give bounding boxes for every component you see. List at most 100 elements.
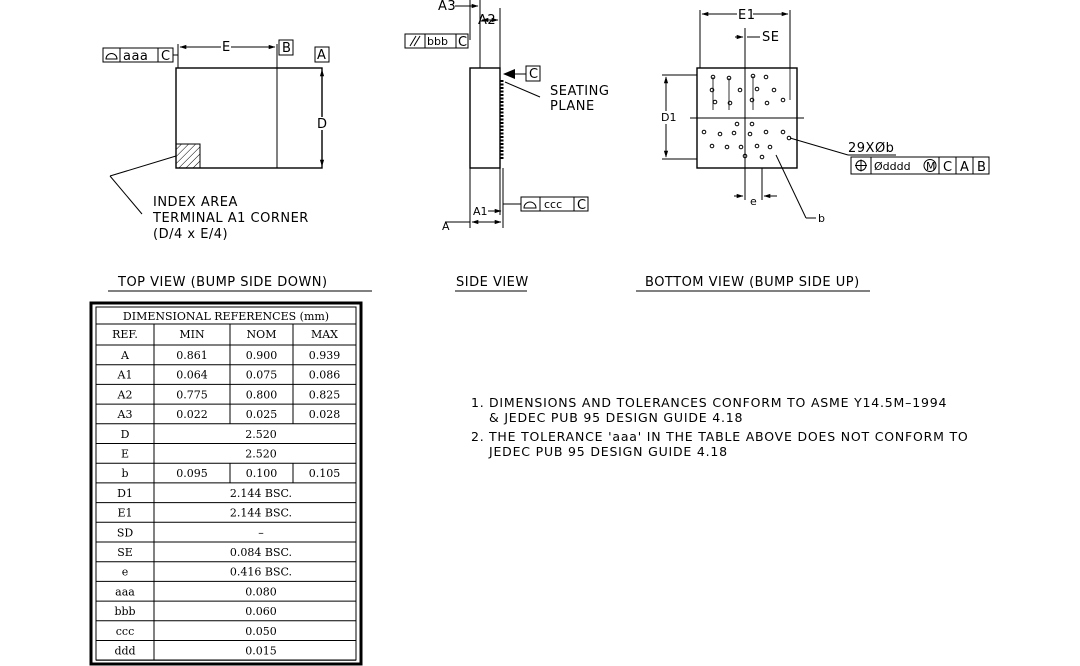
mmc-symbol-icon <box>923 159 937 172</box>
flatness-datum-label: C <box>161 49 171 64</box>
table-ref-cell: A3 <box>117 408 133 421</box>
position-tolerance-label: Ødddd <box>874 160 911 173</box>
dimension-a3-label: A3 <box>438 0 456 14</box>
table-min-cell: 0.095 <box>176 467 208 480</box>
datum-c-ref: C <box>943 160 953 175</box>
table-max-cell: 0.028 <box>309 408 341 421</box>
solder-ball <box>709 143 715 149</box>
table-ref-cell: ccc <box>116 625 134 638</box>
table-value-cell: 2.520 <box>245 448 277 461</box>
flatness-frame-side: ccc C <box>503 196 589 213</box>
table-ref-cell: D1 <box>117 487 133 500</box>
ball-count-callout: 29XØb <box>848 141 894 156</box>
table-ref-cell: SE <box>117 546 133 559</box>
table-ref-cell: SD <box>117 526 134 539</box>
parallel-tolerance-label: bbb <box>427 35 448 48</box>
note-1-line-1: DIMENSIONS AND TOLERANCES CONFORM TO ASM… <box>489 395 947 410</box>
table-ref-cell: A1 <box>117 369 133 382</box>
table-value-cell: – <box>258 526 264 539</box>
table-value-cell: 0.416 BSC. <box>230 566 292 579</box>
index-area-label: INDEX AREA <box>153 195 238 210</box>
solder-ball <box>734 121 740 127</box>
dimension-e-label: E <box>222 40 231 55</box>
flatness-frame-top: aaa C <box>102 47 174 64</box>
solder-ball <box>738 144 744 150</box>
datum-a-ref: A <box>960 160 969 175</box>
parallel-datum-label: C <box>458 35 468 50</box>
dimension-d1-label: D1 <box>661 111 676 124</box>
table-header-cell: NOM <box>247 328 277 341</box>
flatness-symbol-icon <box>523 201 537 209</box>
solder-ball <box>749 97 755 103</box>
datum-b-label: B <box>282 41 291 56</box>
top-view-caption: TOP VIEW (BUMP SIDE DOWN) <box>117 275 328 290</box>
solder-ball <box>749 121 755 127</box>
bottom-view-caption: BOTTOM VIEW (BUMP SIDE UP) <box>645 275 860 290</box>
table-value-cell: 0.080 <box>245 585 277 598</box>
solder-ball <box>767 144 773 150</box>
index-size-label: (D/4 x E/4) <box>153 227 228 242</box>
table-nom-cell: 0.900 <box>246 349 278 362</box>
table-min-cell: 0.064 <box>176 369 208 382</box>
table-min-cell: 0.861 <box>176 349 208 362</box>
table-min-cell: 0.775 <box>176 388 208 401</box>
table-value-cell: 0.084 BSC. <box>230 546 292 559</box>
bottom-view: E1 SE D1 e b 29XØb <box>636 8 990 292</box>
table-header-cell: REF. <box>112 328 138 341</box>
note-1-line-2: & JEDEC PUB 95 DESIGN GUIDE 4.18 <box>489 410 743 425</box>
table-value-cell: 2.144 BSC. <box>230 507 292 520</box>
solder-ball <box>747 131 753 137</box>
table-title: DIMENSIONAL REFERENCES (mm) <box>123 310 329 323</box>
table-ref-cell: A <box>120 349 130 362</box>
datum-c-label: C <box>529 67 539 82</box>
solder-ball <box>780 97 786 103</box>
flatness-symbol-icon <box>105 53 118 60</box>
seating-label: SEATING <box>550 84 609 99</box>
solder-ball <box>701 129 707 135</box>
solder-ball <box>717 131 723 137</box>
dimension-se-label: SE <box>762 30 779 45</box>
solder-ball <box>731 130 737 136</box>
mmc-label: M <box>926 160 936 173</box>
solder-ball <box>763 129 769 135</box>
dimension-e-label: e <box>750 195 757 208</box>
table-nom-cell: 0.100 <box>246 467 278 480</box>
ball-grid <box>701 68 792 160</box>
plane-label: PLANE <box>550 99 595 114</box>
note-2-line-2: JEDEC PUB 95 DESIGN GUIDE 4.18 <box>488 444 728 459</box>
table-ref-cell: D <box>121 428 130 441</box>
top-view: aaa C E B A D INDEX AREA TERMINAL A1 COR… <box>102 39 372 292</box>
table-nom-cell: 0.800 <box>246 388 278 401</box>
solder-ball <box>737 87 743 93</box>
datum-b-ref: B <box>977 160 986 175</box>
dimension-a2-label: A2 <box>478 13 496 28</box>
index-area-hatch <box>175 143 201 169</box>
solder-ball <box>763 74 769 80</box>
solder-ball <box>754 86 760 92</box>
table-header-cell: MIN <box>179 328 205 341</box>
table-max-cell: 0.825 <box>309 388 341 401</box>
solder-ball <box>742 153 748 159</box>
solder-ball <box>759 154 765 160</box>
table-nom-cell: 0.025 <box>246 408 278 421</box>
datum-a-label: A <box>317 48 326 63</box>
dimension-e1-label: E1 <box>738 8 756 23</box>
dimension-a1-label: A1 <box>473 205 488 218</box>
table-ref-cell: e <box>122 566 129 579</box>
side-view: A3 A2 bbb C C SEATING PLANE <box>404 0 609 292</box>
solder-ball <box>771 87 777 93</box>
solder-ball <box>712 99 718 105</box>
parallelism-frame: bbb C <box>404 33 469 50</box>
flatness-tolerance-label: aaa <box>123 49 148 64</box>
table-nom-cell: 0.075 <box>246 369 278 382</box>
note-2-number: 2. <box>471 429 485 444</box>
table-value-cell: 0.060 <box>245 605 277 618</box>
solder-ball <box>727 100 733 106</box>
table-value-cell: 2.144 BSC. <box>230 487 292 500</box>
table-value-cell: 0.015 <box>245 645 277 658</box>
dimension-b-label: b <box>818 212 825 225</box>
side-view-caption: SIDE VIEW <box>456 275 529 290</box>
solder-ball <box>724 144 730 150</box>
